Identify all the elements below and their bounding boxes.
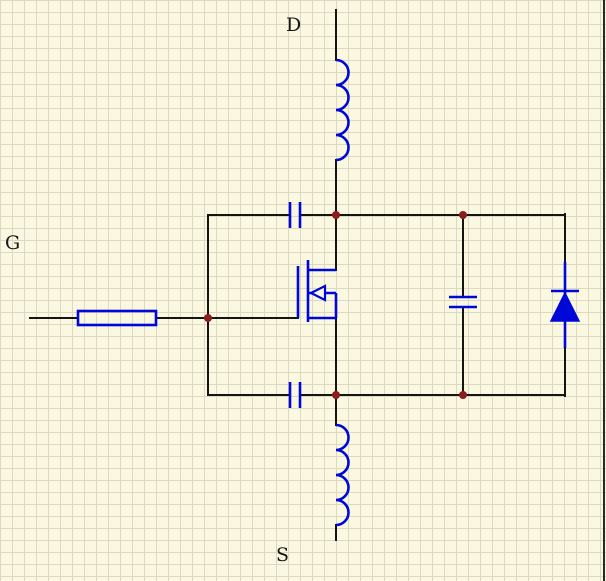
drain-source-capacitor (449, 295, 477, 309)
gate-drain-capacitor (288, 202, 302, 228)
body-diode-symbol (549, 262, 581, 348)
wires (29, 9, 566, 541)
diode-triangle-icon (549, 291, 581, 322)
mosfet-symbol (296, 260, 338, 322)
components (76, 58, 581, 527)
junction-dot-drain-top (332, 211, 340, 219)
source-inductor (335, 423, 350, 527)
junction-dots (204, 211, 467, 399)
mosfet-source-lead (308, 293, 338, 320)
junction-dot-source-bottom (332, 391, 340, 399)
source-terminal-label: S (276, 544, 289, 566)
drain-terminal-label: D (286, 14, 301, 36)
junction-dot-cds-bottom (459, 391, 467, 399)
mosfet-body-arrow-icon (308, 284, 327, 302)
terminal-labels: D G S (5, 14, 301, 566)
gate-terminal-label: G (5, 232, 20, 254)
junction-dot-gate (204, 314, 212, 322)
gate-resistor (76, 309, 158, 327)
drain-inductor (335, 58, 350, 162)
gate-source-capacitor (288, 382, 302, 408)
junction-dot-cds-top (459, 211, 467, 219)
